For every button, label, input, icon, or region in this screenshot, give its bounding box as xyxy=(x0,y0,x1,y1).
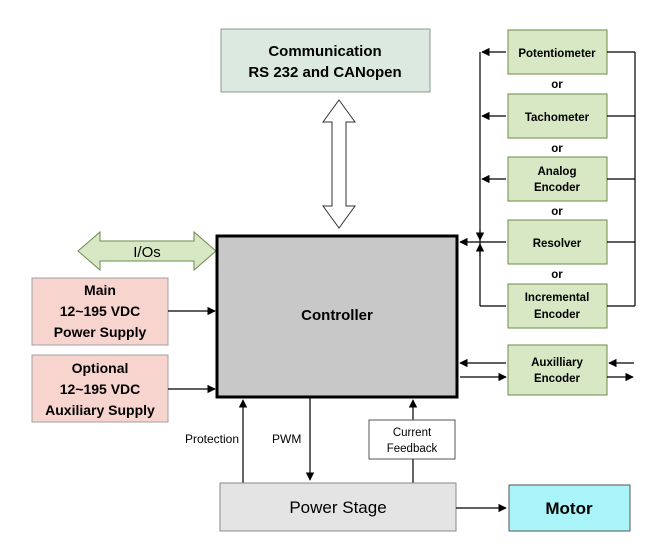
current-feedback-label-box: Current Feedback xyxy=(368,419,456,460)
current-feedback-line2: Feedback xyxy=(387,443,438,455)
incremental-encoder-line1: Incremental xyxy=(525,292,590,304)
main-supply-line1: Main xyxy=(84,282,116,298)
optional-aux-supply-block: Optional 12~195 VDC Auxiliary Supply xyxy=(31,354,169,423)
analog-encoder-line2: Encoder xyxy=(534,182,581,194)
main-supply-line2: 12~195 VDC xyxy=(60,303,141,319)
motor-label: Motor xyxy=(545,499,593,518)
communication-subtitle: RS 232 and CANopen xyxy=(248,64,401,81)
tachometer-label: Tachometer xyxy=(525,112,590,124)
or-label: or xyxy=(551,206,563,218)
feedback-potentiometer-block: Potentiometer xyxy=(507,29,608,75)
feedback-tachometer-block: Tachometer xyxy=(507,93,608,139)
protection-label: Protection xyxy=(185,432,239,446)
communication-bus-arrow xyxy=(322,99,356,229)
resolver-label: Resolver xyxy=(533,238,582,250)
aux-encoder-connections xyxy=(459,358,634,382)
aux-encoder-line1: Auxilliary xyxy=(531,357,583,369)
ios-label: I/Os xyxy=(133,244,161,261)
ios-arrow: I/Os xyxy=(77,230,217,272)
or-label: or xyxy=(551,269,563,281)
communication-block: Communication RS 232 and CANopen xyxy=(220,28,431,93)
controller-signals xyxy=(238,397,418,483)
or-label: or xyxy=(551,79,563,91)
analog-encoder-line1: Analog xyxy=(538,166,577,178)
feedback-resolver-block: Resolver xyxy=(507,219,608,265)
feedback-bus xyxy=(459,47,636,307)
feedback-incremental-encoder-block: Incremental Encoder xyxy=(507,283,608,329)
controller-block: Controller xyxy=(215,234,459,399)
motor-block: Motor xyxy=(508,484,631,532)
optional-supply-line1: Optional xyxy=(72,360,129,376)
auxiliary-encoder-block: Auxilliary Encoder xyxy=(507,344,608,396)
communication-title: Communication xyxy=(268,43,381,60)
current-feedback-line1: Current xyxy=(393,427,432,439)
feedback-analog-encoder-block: Analog Encoder xyxy=(507,156,608,202)
pwm-label: PWM xyxy=(272,432,301,446)
optional-supply-line2: 12~195 VDC xyxy=(60,381,141,397)
potentiometer-label: Potentiometer xyxy=(518,48,596,60)
main-supply-line3: Power Supply xyxy=(54,324,147,340)
aux-encoder-line2: Encoder xyxy=(534,373,581,385)
or-label: or xyxy=(551,143,563,155)
main-power-supply-block: Main 12~195 VDC Power Supply xyxy=(31,277,169,346)
power-stage-label: Power Stage xyxy=(289,498,386,517)
controller-label: Controller xyxy=(301,307,373,324)
power-stage-block: Power Stage xyxy=(219,482,457,532)
optional-supply-line3: Auxiliary Supply xyxy=(45,402,155,418)
incremental-encoder-line2: Encoder xyxy=(534,309,581,321)
